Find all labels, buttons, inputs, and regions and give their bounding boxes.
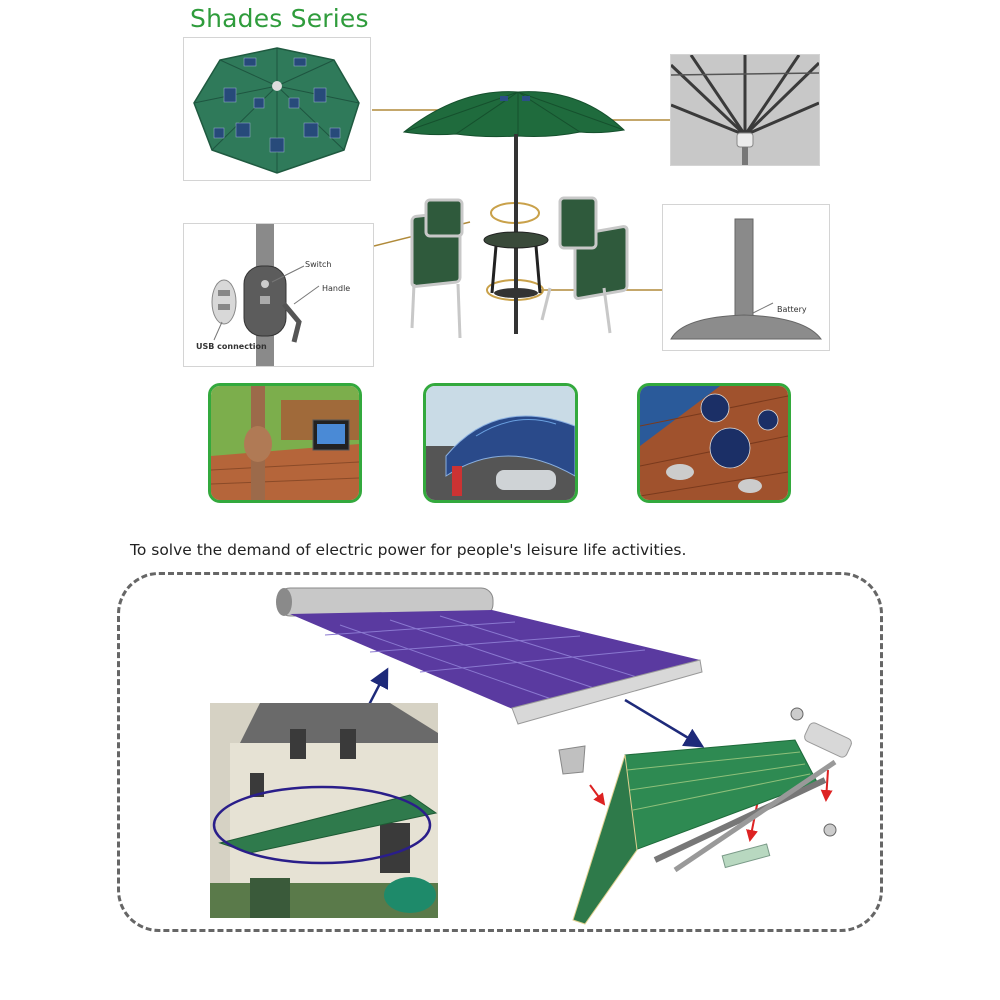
switch-label: Switch (305, 260, 332, 269)
usb-connection-label: USB connection (196, 342, 267, 351)
battery-label: Battery (777, 305, 807, 314)
retractable-awning-icon (558, 707, 852, 925)
awning-section-frame (117, 572, 883, 932)
switch-handle-icon (211, 224, 320, 366)
battery-base-panel: Battery (662, 204, 830, 351)
solar-umbrella-icon (193, 47, 360, 174)
switch-handle-panel: Switch Handle USB connection (183, 223, 374, 367)
caption-text: To solve the demand of electric power fo… (130, 541, 687, 559)
umbrella-top-panel (183, 37, 371, 181)
patio-umbrella-set-icon (402, 91, 629, 339)
solar-awning-icon (276, 587, 703, 725)
arrow-down (624, 698, 705, 748)
solar-carport-photo (423, 383, 578, 503)
battery-base-icon (670, 218, 822, 340)
umbrella-frame-panel (669, 54, 821, 166)
page-title: Shades Series (190, 4, 369, 33)
umbrella-frame-icon (669, 54, 821, 165)
handle-label: Handle (322, 284, 351, 293)
tablet-charging-photo (208, 383, 362, 503)
house-awning-photo (210, 703, 438, 918)
solar-flower-photo (637, 383, 791, 503)
